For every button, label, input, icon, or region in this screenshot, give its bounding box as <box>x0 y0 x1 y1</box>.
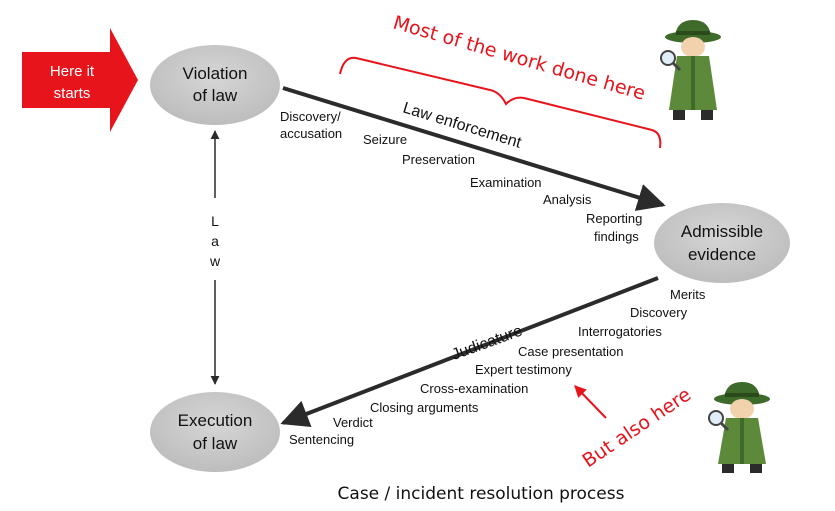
step-discovery: Discovery/ <box>280 109 341 124</box>
step-expert-testimony: Expert testimony <box>475 362 572 377</box>
step-seizure: Seizure <box>363 132 407 147</box>
diagram-caption: Case / incident resolution process <box>338 484 625 504</box>
step-discovery-j: Discovery <box>630 305 688 320</box>
start-arrow-line2: starts <box>54 85 91 102</box>
step-sentencing: Sentencing <box>289 432 354 447</box>
magnifying-glass-icon <box>708 410 730 432</box>
bottom-callout-arrow <box>574 385 607 419</box>
step-examination: Examination <box>470 175 542 190</box>
magnifying-glass-icon <box>660 50 682 72</box>
bottom-callout-text: But also here <box>578 384 695 473</box>
node-evidence-line1: Admissible <box>681 222 763 241</box>
top-callout-text: Most of the work done here <box>391 12 648 105</box>
top-callout-bracket <box>339 56 662 149</box>
node-execution-line1: Execution <box>178 411 253 430</box>
judicature-steps: Merits Discovery Interrogatories Case pr… <box>289 287 706 447</box>
step-verdict: Verdict <box>333 415 373 430</box>
step-case-presentation: Case presentation <box>518 344 624 359</box>
start-arrow-line1: Here it <box>50 63 95 80</box>
law-letter-w: w <box>209 253 221 269</box>
detective-icon <box>665 20 721 120</box>
step-reporting: Reporting <box>586 211 642 226</box>
step-interrogatories: Interrogatories <box>578 324 662 339</box>
node-violation-line2: of law <box>193 86 238 105</box>
node-execution-line2: of law <box>193 434 238 453</box>
step-merits: Merits <box>670 287 706 302</box>
law-letter-l: L <box>211 213 219 229</box>
node-execution-of-law: Execution of law <box>150 392 280 472</box>
node-violation-line1: Violation <box>183 64 248 83</box>
step-findings: findings <box>594 229 639 244</box>
step-analysis: Analysis <box>543 192 592 207</box>
node-admissible-evidence: Admissible evidence <box>654 203 790 283</box>
law-letter-a: a <box>211 233 219 249</box>
judicature-arrow <box>280 276 659 427</box>
detective-icon <box>714 382 770 473</box>
law-enforcement-arrow <box>282 86 666 211</box>
start-arrow: Here it starts <box>22 28 138 132</box>
step-accusation: accusation <box>280 126 342 141</box>
step-closing-arguments: Closing arguments <box>370 400 479 415</box>
step-preservation: Preservation <box>402 152 475 167</box>
law-enforcement-steps: Discovery/ accusation Seizure Preservati… <box>280 109 642 244</box>
judicature-title: Judicature <box>450 323 525 364</box>
node-evidence-line2: evidence <box>688 245 756 264</box>
step-cross-examination: Cross-examination <box>420 381 528 396</box>
node-violation-of-law: Violation of law <box>150 45 280 125</box>
